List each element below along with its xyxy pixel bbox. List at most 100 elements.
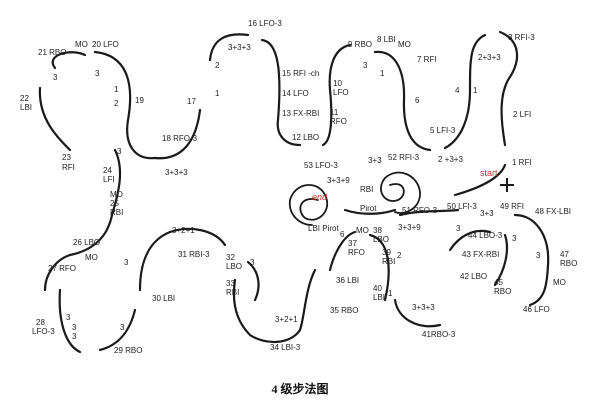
step-label: MO xyxy=(398,40,411,49)
step-label: 18 RFO-3 xyxy=(162,134,198,143)
step-label: 22 xyxy=(20,94,29,103)
end-label: end xyxy=(312,192,328,202)
step-label: 2 xyxy=(215,61,220,70)
step-label: 16 LFO-3 xyxy=(248,19,282,28)
step-label: 6 xyxy=(340,230,345,239)
path-segment xyxy=(321,43,352,147)
step-label: 49 RFI xyxy=(500,202,524,211)
path-segment xyxy=(38,86,72,152)
step-label: 3 xyxy=(536,251,541,260)
step-label: LFO-3 xyxy=(32,327,55,336)
step-label: 36 LBI xyxy=(336,276,359,285)
step-label: LBI Pirot xyxy=(308,224,339,233)
path-segment xyxy=(443,33,487,150)
pivot-spiral xyxy=(380,171,421,214)
step-label: 20 LFO xyxy=(92,40,119,49)
step-label: 52 RFI-3 xyxy=(388,153,420,162)
step-label: 6 xyxy=(415,96,420,105)
step-label: LBO xyxy=(226,262,242,271)
path-segment xyxy=(51,51,87,70)
step-label: 19 xyxy=(135,96,144,105)
step-label: 39 xyxy=(382,248,391,257)
path-segment xyxy=(398,208,460,217)
step-label: 3 xyxy=(363,61,368,70)
step-label: 12 LBO xyxy=(292,133,319,142)
step-label: RBI xyxy=(360,185,373,194)
step-label: 43 FX-RBI xyxy=(462,250,499,259)
step-label: 38 xyxy=(373,226,382,235)
path-segment xyxy=(153,108,202,160)
path-segment xyxy=(453,163,507,197)
step-label: LBO xyxy=(373,235,389,244)
step-label: RFI xyxy=(62,163,75,172)
step-label: 2 +3+3 xyxy=(438,155,463,164)
step-label: 48 FX-LBI xyxy=(535,207,571,216)
step-label: Pirot xyxy=(360,204,377,213)
step-label: 3 RFI-3 xyxy=(508,33,535,42)
path-segment xyxy=(98,308,137,352)
path-segment xyxy=(373,50,432,152)
step-label: 3+3 xyxy=(480,209,494,218)
step-label: 33 xyxy=(226,279,235,288)
step-label: 51 RFO-3 xyxy=(402,206,438,215)
step-label: 3 xyxy=(117,147,122,156)
step-label: 53 LFO-3 xyxy=(304,161,338,170)
step-label: 3+3+3 xyxy=(165,168,188,177)
path-segment xyxy=(368,233,390,302)
step-label: 3+3 xyxy=(368,156,382,165)
step-label: 3+3+3 xyxy=(228,43,251,52)
step-label: 34 LBI-3 xyxy=(270,343,301,352)
step-label: 44 LBO-3 xyxy=(468,231,503,240)
path-segment xyxy=(58,288,82,354)
step-label: RBO xyxy=(494,287,511,296)
path-segment xyxy=(448,229,492,252)
diagram-title: 4 级步法图 xyxy=(271,381,328,396)
step-label: MO xyxy=(553,278,566,287)
step-labels: 16 LFO-3 3+3+3 2 1 15 RFI -ch 14 LFO 13 … xyxy=(20,19,577,355)
step-label: LFO xyxy=(333,88,349,97)
step-label: 3+3+9 xyxy=(327,176,350,185)
step-label: 1 xyxy=(388,289,393,298)
step-label: RBI xyxy=(110,208,123,217)
path-segment xyxy=(513,213,550,307)
step-label: 1 xyxy=(114,85,119,94)
path-segment xyxy=(328,230,357,272)
step-label: 1 RFI xyxy=(512,158,532,167)
path-segment xyxy=(393,298,442,328)
step-label: 14 LFO xyxy=(282,89,309,98)
path-segment xyxy=(298,268,317,332)
path-segment xyxy=(343,208,397,215)
step-label: 37 xyxy=(348,239,357,248)
step-label: 31 RBI-3 xyxy=(178,250,210,259)
step-label: 21 RBO xyxy=(38,48,66,57)
step-label: RFO xyxy=(330,117,347,126)
step-label: MO xyxy=(85,253,98,262)
path-segment xyxy=(232,278,302,343)
step-label: 29 RBO xyxy=(114,346,142,355)
step-label: 24 xyxy=(103,166,112,175)
step-label: 11 xyxy=(330,108,339,117)
step-label: 2 xyxy=(397,251,402,260)
step-label: 46 LFO xyxy=(523,305,550,314)
step-label: 3+2+1 xyxy=(172,226,195,235)
step-label: 1 xyxy=(473,86,478,95)
step-label: RBO xyxy=(560,259,577,268)
skating-path xyxy=(38,30,550,354)
step-label: 10 xyxy=(333,79,342,88)
step-label: 3 xyxy=(124,258,129,267)
step-label: RBI xyxy=(382,257,395,266)
step-label: 3 xyxy=(120,323,125,332)
step-label: 35 RBO xyxy=(330,306,358,315)
step-label: 3+2+1 xyxy=(275,315,298,324)
step-label: 3 xyxy=(72,332,77,341)
step-label: 2 xyxy=(114,99,119,108)
step-label: 5 LFI-3 xyxy=(430,126,456,135)
step-label: 28 xyxy=(36,318,45,327)
path-segment xyxy=(498,30,519,147)
step-label: 1 xyxy=(380,69,385,78)
step-label: 9 RBO xyxy=(348,40,372,49)
step-label: 47 xyxy=(560,250,569,259)
step-label: 3 xyxy=(66,313,71,322)
path-segment xyxy=(260,38,302,147)
